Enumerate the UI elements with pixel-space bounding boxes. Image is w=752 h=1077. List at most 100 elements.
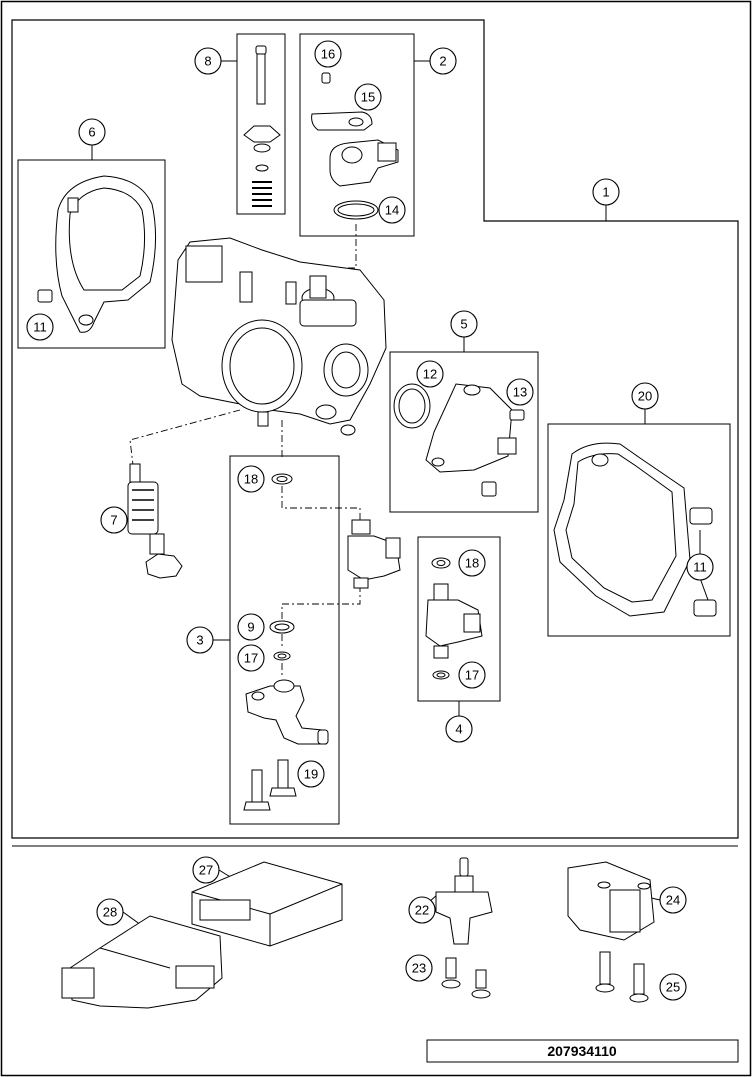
callout-2: 2 bbox=[429, 47, 457, 75]
callout-7: 7 bbox=[100, 506, 128, 534]
control-unit bbox=[61, 915, 223, 1009]
document-number-box bbox=[426, 1039, 739, 1063]
callout-label: 12 bbox=[423, 367, 437, 382]
callout-circle bbox=[192, 856, 220, 884]
callout-20: 20 bbox=[631, 382, 659, 410]
callout-4: 4 bbox=[445, 715, 473, 743]
callout-label: 16 bbox=[321, 47, 335, 62]
callout-circle bbox=[631, 382, 659, 410]
callout-circle bbox=[592, 178, 620, 206]
callout-circle bbox=[314, 40, 342, 68]
callout-label: 7 bbox=[110, 513, 117, 528]
callout-circle bbox=[659, 973, 687, 1001]
callout-15: 15 bbox=[354, 83, 382, 111]
callout-6: 6 bbox=[78, 118, 106, 146]
throttle-body bbox=[171, 237, 387, 436]
callout-label: 14 bbox=[385, 203, 399, 218]
callout-17a: 17 bbox=[237, 644, 265, 672]
callout-circle bbox=[186, 626, 214, 654]
callout-label: 13 bbox=[513, 385, 527, 400]
ignition-coil-module bbox=[567, 861, 655, 1003]
map-sensor bbox=[435, 857, 493, 999]
callout-label: 19 bbox=[304, 767, 318, 782]
throttle-position-sensor bbox=[311, 72, 399, 220]
callout-circle bbox=[237, 613, 265, 641]
callout-label: 11 bbox=[33, 320, 47, 335]
callout-22: 22 bbox=[408, 896, 436, 924]
throttle-cable-cover bbox=[37, 175, 157, 333]
callout-label: 6 bbox=[88, 125, 95, 140]
group-20-frame bbox=[547, 423, 731, 637]
callout-5: 5 bbox=[450, 310, 478, 338]
callout-label: 9 bbox=[247, 620, 254, 635]
document-number: 207934110 bbox=[547, 1043, 617, 1059]
callout-label: 11 bbox=[693, 560, 707, 575]
callout-circle bbox=[429, 47, 457, 75]
callout-label: 5 bbox=[460, 317, 467, 332]
callout-label: 20 bbox=[638, 389, 652, 404]
callout-label: 24 bbox=[666, 893, 680, 908]
group-8-frame bbox=[236, 33, 286, 215]
callout-circle bbox=[354, 83, 382, 111]
callout-circle bbox=[194, 47, 222, 75]
callout-circle bbox=[445, 715, 473, 743]
callout-8: 8 bbox=[194, 47, 222, 75]
callout-label: 2 bbox=[439, 54, 446, 69]
callout-circle bbox=[405, 954, 433, 982]
callout-12: 12 bbox=[416, 360, 444, 388]
callout-27: 27 bbox=[192, 856, 220, 884]
callout-17b: 17 bbox=[458, 661, 486, 689]
callout-label: 1 bbox=[602, 185, 609, 200]
tps-sensor bbox=[393, 383, 525, 497]
callout-label: 18 bbox=[465, 556, 479, 571]
callout-label: 15 bbox=[361, 90, 375, 105]
callout-circle bbox=[100, 506, 128, 534]
callout-label: 22 bbox=[415, 903, 429, 918]
callout-circle bbox=[96, 898, 124, 926]
callout-circle bbox=[237, 465, 265, 493]
callout-circle bbox=[378, 196, 406, 224]
callout-19: 19 bbox=[297, 760, 325, 788]
ecu bbox=[191, 861, 343, 947]
callout-label: 27 bbox=[199, 863, 213, 878]
callout-circle bbox=[686, 553, 714, 581]
assembly-1-frame bbox=[11, 19, 739, 839]
callout-circle bbox=[26, 313, 54, 341]
callout-label: 23 bbox=[412, 961, 426, 976]
callout-11b: 11 bbox=[686, 553, 714, 581]
callout-1: 1 bbox=[592, 178, 620, 206]
callout-label: 3 bbox=[196, 633, 203, 648]
callout-label: 8 bbox=[204, 54, 211, 69]
callout-circle bbox=[506, 378, 534, 406]
callout-circle bbox=[237, 644, 265, 672]
callout-circle bbox=[659, 886, 687, 914]
callout-circle bbox=[408, 896, 436, 924]
callout-label: 28 bbox=[103, 905, 117, 920]
callout-label: 17 bbox=[244, 651, 258, 666]
callout-24: 24 bbox=[659, 886, 687, 914]
injector bbox=[425, 557, 483, 680]
callout-25: 25 bbox=[659, 973, 687, 1001]
intake-pressure-sensor bbox=[127, 463, 183, 579]
callout-circle bbox=[78, 118, 106, 146]
callout-circle bbox=[416, 360, 444, 388]
callout-14: 14 bbox=[378, 196, 406, 224]
callout-18b: 18 bbox=[458, 549, 486, 577]
callout-label: 18 bbox=[244, 472, 258, 487]
callout-11a: 11 bbox=[26, 313, 54, 341]
callout-18a: 18 bbox=[237, 465, 265, 493]
callout-label: 25 bbox=[666, 980, 680, 995]
callout-circle bbox=[458, 549, 486, 577]
callout-13: 13 bbox=[506, 378, 534, 406]
group-2-frame bbox=[299, 33, 415, 237]
callout-label: 4 bbox=[455, 722, 462, 737]
tps-sensor-cover bbox=[553, 442, 717, 617]
callout-16: 16 bbox=[314, 40, 342, 68]
callout-23: 23 bbox=[405, 954, 433, 982]
fuel-injector-assy bbox=[243, 473, 401, 811]
callout-circle bbox=[450, 310, 478, 338]
idle-air-screw bbox=[243, 45, 281, 207]
